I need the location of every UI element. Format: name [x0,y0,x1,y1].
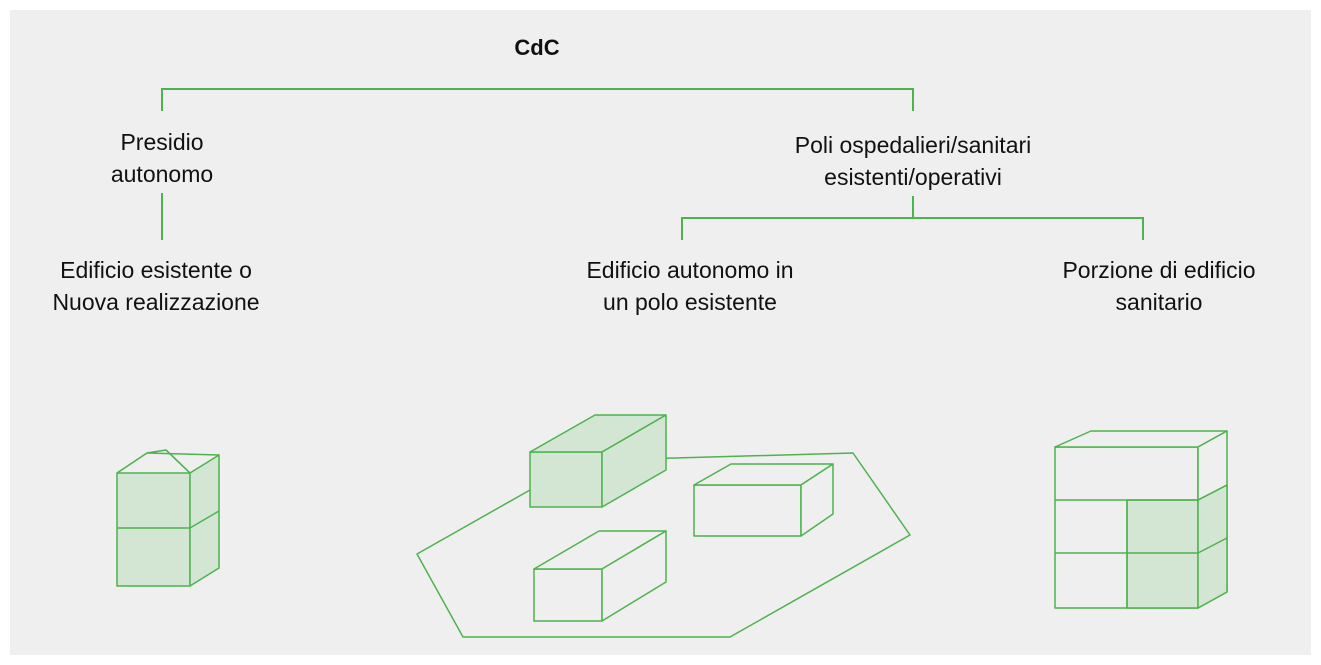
root-connector [161,88,914,111]
label-line: Nuova realizzazione [52,289,260,315]
label-line: Edificio esistente o [60,257,252,283]
presidio-label: Presidio autonomo [111,126,213,190]
porzione-edificio-label: Porzione di edificio sanitario [1062,254,1255,318]
label-line: Presidio [120,129,204,155]
edificio-esistente-label: Edificio esistente o Nuova realizzazione [52,254,259,318]
poli-connector [681,196,1144,240]
label-line: Poli ospedalieri/sanitari [794,132,1032,158]
campus-buildings-icon [416,414,911,638]
label-line: sanitario [1115,289,1203,315]
house-block-icon [116,449,220,587]
label-line: autonomo [110,161,214,187]
diagram-title: CdC [514,35,560,60]
building-portion-icon [1054,430,1228,609]
label-line: Porzione di edificio [1062,257,1256,283]
edificio-autonomo-label: Edificio autonomo in un polo esistente [586,254,793,318]
poli-label: Poli ospedalieri/sanitari esistenti/oper… [795,129,1032,193]
label-line: esistenti/operativi [824,164,1002,190]
label-line: Edificio autonomo in [586,257,794,283]
label-line: un polo esistente [603,289,777,315]
